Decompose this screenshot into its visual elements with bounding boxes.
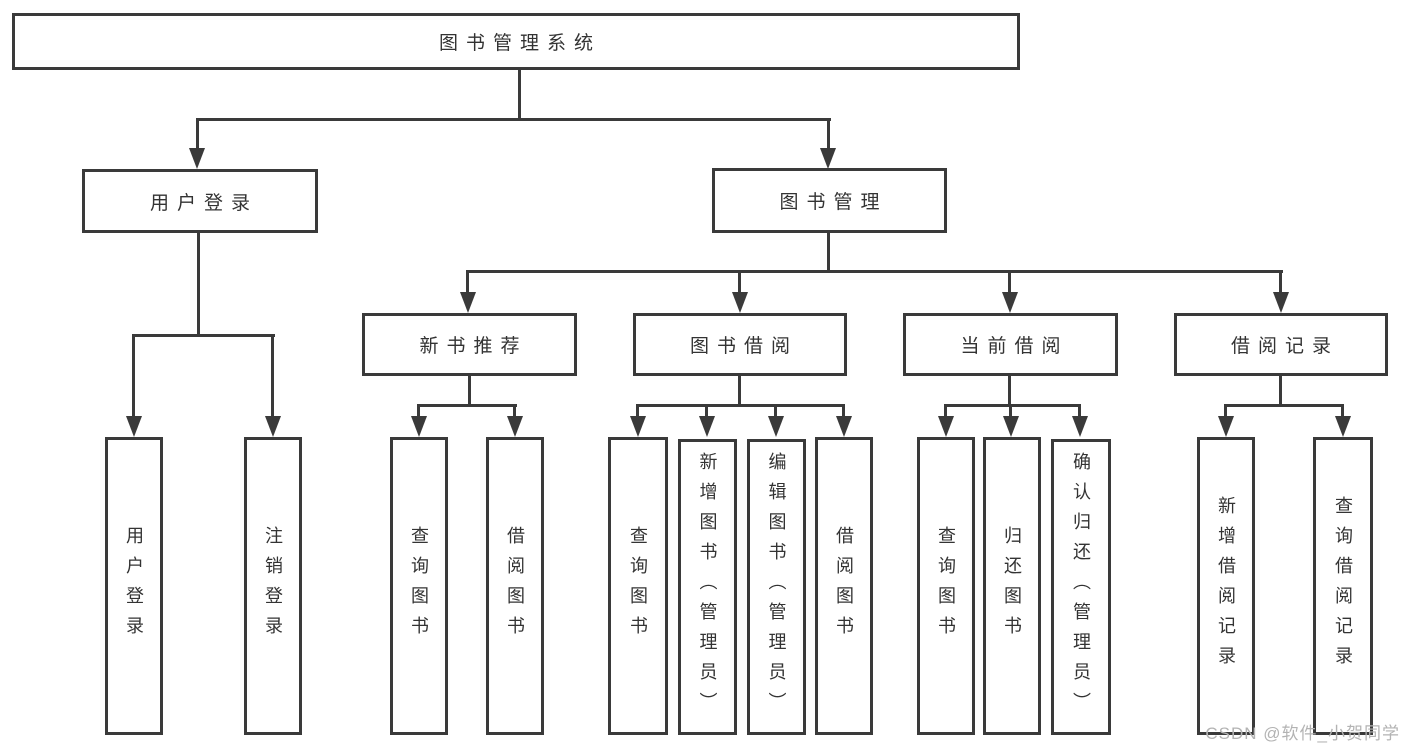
- node-user-login: 用户登录: [82, 169, 318, 233]
- connector-book-borrow-hline: [636, 404, 845, 407]
- node-book-management-label: 图书管理: [779, 192, 888, 213]
- connector-book-management-stub: [827, 232, 830, 273]
- connector-current-borrow-hline: [944, 404, 1081, 407]
- connector-drop-new-books: [466, 270, 469, 293]
- leaf-newbooks-borrow-label: 借阅图书: [505, 526, 525, 646]
- node-root-label: 图书管理系统: [438, 33, 601, 54]
- leaf-current-confirm-admin-label: 确认归还（管理员）: [1071, 452, 1091, 722]
- connector-borrow-records-stub: [1279, 375, 1282, 407]
- connector-root-hline: [196, 118, 831, 121]
- leaf-logout: 注销登录: [244, 437, 302, 735]
- connector-root-stub: [518, 69, 521, 121]
- arrowhead-cb-return: [1003, 416, 1019, 437]
- connector-current-borrow-stub: [1008, 375, 1011, 407]
- leaf-borrow-add-admin-label: 新增图书（管理员）: [697, 452, 718, 722]
- watermark: CSDN @软件_小贺同学: [1205, 724, 1400, 743]
- connector-drop-book-borrow: [738, 270, 741, 293]
- leaf-borrow-edit-admin-label: 编辑图书（管理员）: [766, 452, 787, 722]
- arrowhead-book-borrow: [732, 292, 748, 313]
- arrowhead-nb-borrow: [507, 416, 523, 437]
- arrowhead-cb-confirm: [1072, 416, 1088, 437]
- connector-drop-bb-add: [705, 404, 708, 418]
- connector-book-borrow-stub: [738, 375, 741, 407]
- node-new-books: 新书推荐: [362, 313, 577, 376]
- leaf-records-query: 查询借阅记录: [1313, 437, 1373, 735]
- arrowhead-cb-query: [938, 416, 954, 437]
- connector-drop-nb-query: [417, 404, 420, 418]
- connector-drop-login-leaf: [132, 334, 135, 417]
- node-book-borrow: 图书借阅: [633, 313, 847, 376]
- node-new-books-label: 新书推荐: [419, 336, 528, 357]
- leaf-current-confirm-admin: 确认归还（管理员）: [1051, 439, 1111, 735]
- connector-drop-borrow-records: [1279, 270, 1282, 293]
- node-root: 图书管理系统: [12, 13, 1020, 70]
- arrowhead-br-add: [1218, 416, 1234, 437]
- connector-new-books-stub: [468, 375, 471, 407]
- connector-book-management-hline: [466, 270, 1283, 273]
- leaf-current-query-label: 查询图书: [936, 526, 956, 646]
- node-current-borrow-label: 当前借阅: [960, 336, 1069, 357]
- connector-drop-book-management: [827, 118, 830, 150]
- arrowhead-current-borrow: [1002, 292, 1018, 313]
- connector-drop-br-query: [1341, 404, 1344, 418]
- leaf-current-return-label: 归还图书: [1002, 526, 1022, 646]
- arrowhead-br-query: [1335, 416, 1351, 437]
- leaf-borrow-borrow-label: 借阅图书: [834, 526, 854, 646]
- arrowhead-bb-add: [699, 416, 715, 437]
- leaf-user-login: 用户登录: [105, 437, 163, 735]
- arrowhead-bb-query: [630, 416, 646, 437]
- leaf-user-login-label: 用户登录: [124, 526, 144, 646]
- leaf-newbooks-borrow: 借阅图书: [486, 437, 544, 735]
- node-user-login-label: 用户登录: [149, 192, 258, 214]
- arrowhead-bb-edit: [768, 416, 784, 437]
- connector-drop-bb-borrow: [842, 404, 845, 418]
- connector-user-login-stub: [197, 232, 200, 337]
- leaf-borrow-query-label: 查询图书: [628, 526, 648, 646]
- leaf-records-add: 新增借阅记录: [1197, 437, 1255, 735]
- connector-drop-nb-borrow: [513, 404, 516, 418]
- leaf-borrow-edit-admin: 编辑图书（管理员）: [747, 439, 806, 735]
- leaf-borrow-query: 查询图书: [608, 437, 668, 735]
- arrowhead-user-login: [189, 148, 205, 169]
- arrowhead-login-leaf: [126, 416, 142, 437]
- leaf-borrow-add-admin: 新增图书（管理员）: [678, 439, 737, 735]
- node-book-management: 图书管理: [712, 168, 947, 233]
- connector-drop-logout-leaf: [271, 334, 274, 417]
- leaf-logout-label: 注销登录: [263, 526, 283, 646]
- node-book-borrow-label: 图书借阅: [689, 336, 798, 357]
- connector-drop-user-login: [196, 118, 199, 150]
- arrowhead-borrow-records: [1273, 292, 1289, 313]
- arrowhead-bb-borrow: [836, 416, 852, 437]
- node-current-borrow: 当前借阅: [903, 313, 1118, 376]
- arrowhead-logout-leaf: [265, 416, 281, 437]
- connector-drop-bb-edit: [774, 404, 777, 418]
- connector-drop-cb-confirm: [1078, 404, 1081, 418]
- arrowhead-new-books: [460, 292, 476, 313]
- leaf-records-query-label: 查询借阅记录: [1333, 496, 1353, 676]
- arrowhead-nb-query: [411, 416, 427, 437]
- connector-drop-bb-query: [636, 404, 639, 418]
- leaf-newbooks-query: 查询图书: [390, 437, 448, 735]
- connector-drop-cb-return: [1009, 404, 1012, 418]
- leaf-current-return: 归还图书: [983, 437, 1041, 735]
- leaf-newbooks-query-label: 查询图书: [409, 526, 429, 646]
- leaf-current-query: 查询图书: [917, 437, 975, 735]
- node-borrow-records: 借阅记录: [1174, 313, 1388, 376]
- connector-drop-current-borrow: [1008, 270, 1011, 293]
- connector-user-login-hline: [132, 334, 275, 337]
- leaf-borrow-borrow: 借阅图书: [815, 437, 873, 735]
- connector-drop-br-add: [1224, 404, 1227, 418]
- connector-new-books-hline: [417, 404, 517, 407]
- node-borrow-records-label: 借阅记录: [1230, 336, 1339, 357]
- leaf-records-add-label: 新增借阅记录: [1216, 496, 1236, 676]
- arrowhead-book-management: [820, 148, 836, 169]
- connector-borrow-records-hline: [1224, 404, 1344, 407]
- connector-drop-cb-query: [944, 404, 947, 418]
